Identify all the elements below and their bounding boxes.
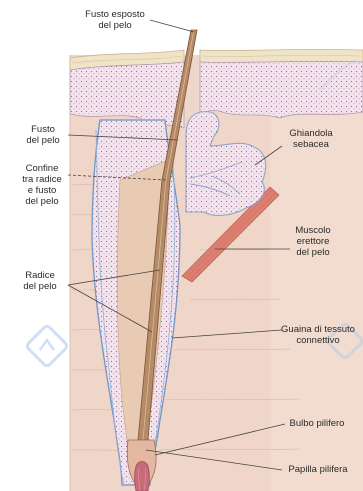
label-exposed-shaft: Fusto esposto del pelo [70,9,160,31]
label-connective-sheath: Guaina di tessuto connettivo [273,324,363,346]
watermark-logo-left [26,325,68,367]
label-hair-bulb: Bulbo pilifero [282,418,352,429]
label-boundary: Confine tra radice e fusto del pelo [14,163,70,207]
hair-papilla [135,462,150,491]
label-sebaceous-gland: Ghiandola sebacea [278,128,344,150]
label-arrector-muscle: Muscolo erettore del pelo [284,225,342,258]
label-hair-papilla: Papilla pilifera [279,464,357,475]
label-root: Radice del pelo [14,270,66,292]
label-shaft: Fusto del pelo [18,124,68,146]
